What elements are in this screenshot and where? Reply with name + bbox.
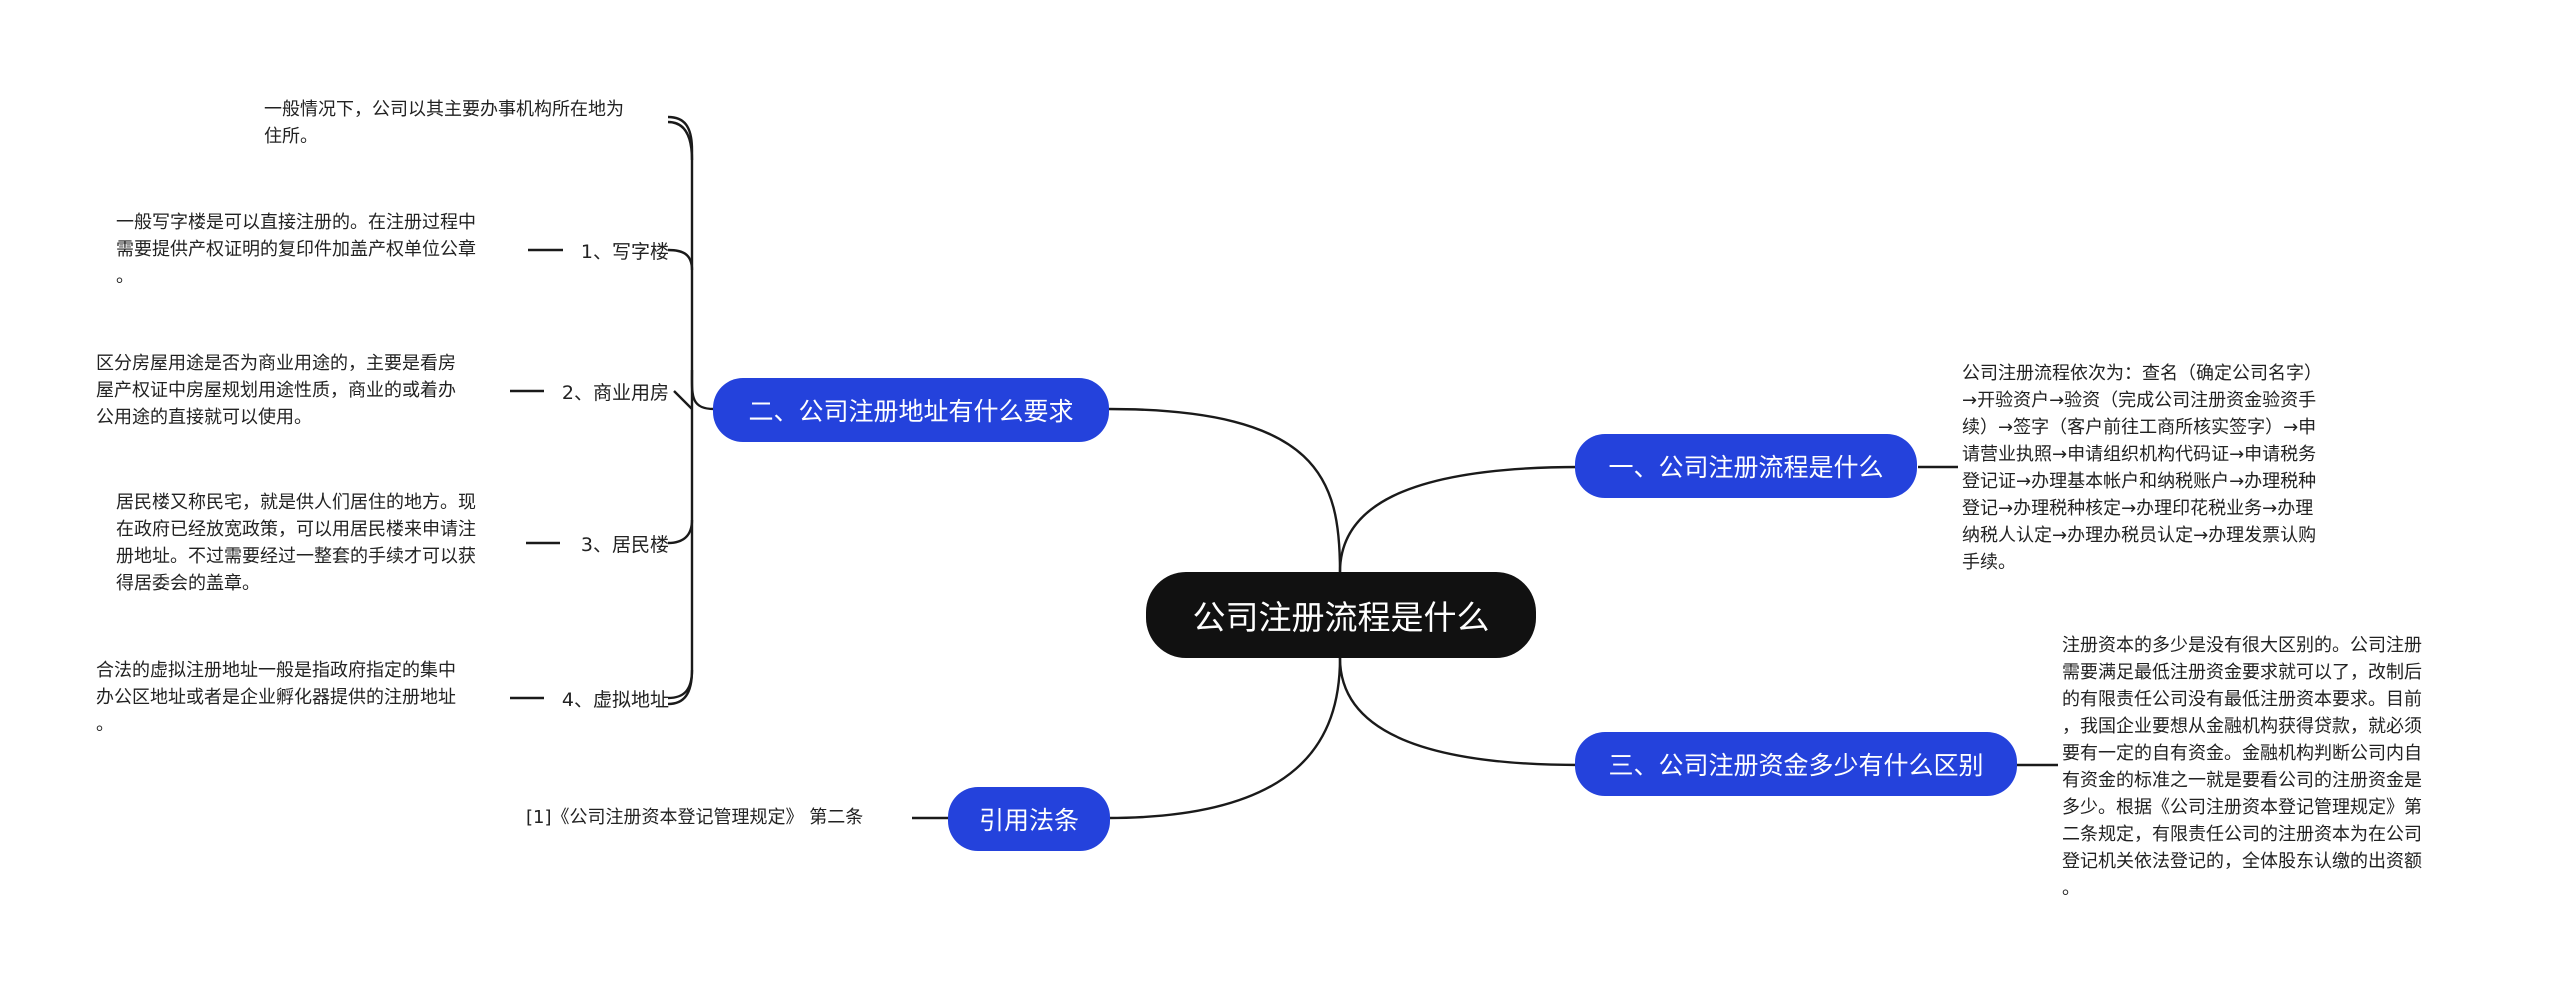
subtopic-office-building[interactable]: 1、写字楼 bbox=[580, 240, 669, 263]
link-root-branch-2 bbox=[1107, 407, 1342, 573]
note-virtual-address: 合法的虚拟注册地址一般是指政府指定的集中 办公区地址或者是企业孵化器提供的注册地… bbox=[96, 660, 456, 735]
link-branch-2-to-general bbox=[667, 120, 694, 161]
note-office-building: 一般写字楼是可以直接注册的。在注册过程中 需要提供产权证明的复印件加盖产权单位公… bbox=[116, 212, 476, 287]
note-registration-process: 公司注册流程依次为：查名（确定公司名字） →开验资户→验资（完成公司注册资金验资… bbox=[1962, 363, 2322, 573]
link-branch-2-bracket-lower bbox=[667, 370, 694, 706]
branch-address-requirements[interactable]: 二、公司注册地址有什么要求 bbox=[713, 378, 1109, 442]
link-branch-2-to-virtual bbox=[667, 669, 694, 700]
link-branch-2-to-residential bbox=[667, 519, 694, 545]
note-address-general: 一般情况下，公司以其主要办事机构所在地为 住所。 bbox=[264, 99, 624, 147]
link-branch-2-to-office bbox=[667, 248, 694, 271]
subtopic-virtual-address[interactable]: 4、虚拟地址 bbox=[561, 688, 669, 711]
root-topic[interactable]: 公司注册流程是什么 bbox=[1146, 572, 1536, 658]
link-branch-2-to-commercial bbox=[673, 390, 693, 410]
branch-capital-difference[interactable]: 三、公司注册资金多少有什么区别 bbox=[1575, 732, 2017, 796]
note-commercial-property: 区分房屋用途是否为商业用途的，主要是看房 屋产权证中房屋规划用途性质，商业的或着… bbox=[96, 353, 456, 428]
note-citation: [1]《公司注册资本登记管理规定》 第二条 bbox=[526, 807, 864, 828]
branch-citation[interactable]: 引用法条 bbox=[948, 787, 1110, 851]
link-root-branch-3 bbox=[1338, 657, 1581, 767]
link-branch-2-bracket bbox=[667, 115, 715, 411]
note-residential-building: 居民楼又称民宅，就是供人们居住的地方。现 在政府已经放宽政策，可以用居民楼来申请… bbox=[116, 492, 476, 594]
subtopic-commercial-property[interactable]: 2、商业用房 bbox=[561, 381, 669, 404]
link-root-branch-4 bbox=[1107, 657, 1342, 820]
branch-registration-process[interactable]: 一、公司注册流程是什么 bbox=[1575, 434, 1917, 498]
note-capital-difference: 注册资本的多少是没有很大区别的。公司注册 需要满足最低注册资金要求就可以了，改制… bbox=[2062, 635, 2422, 899]
link-root-branch-1 bbox=[1338, 465, 1581, 573]
subtopic-residential-building[interactable]: 3、居民楼 bbox=[580, 533, 669, 556]
